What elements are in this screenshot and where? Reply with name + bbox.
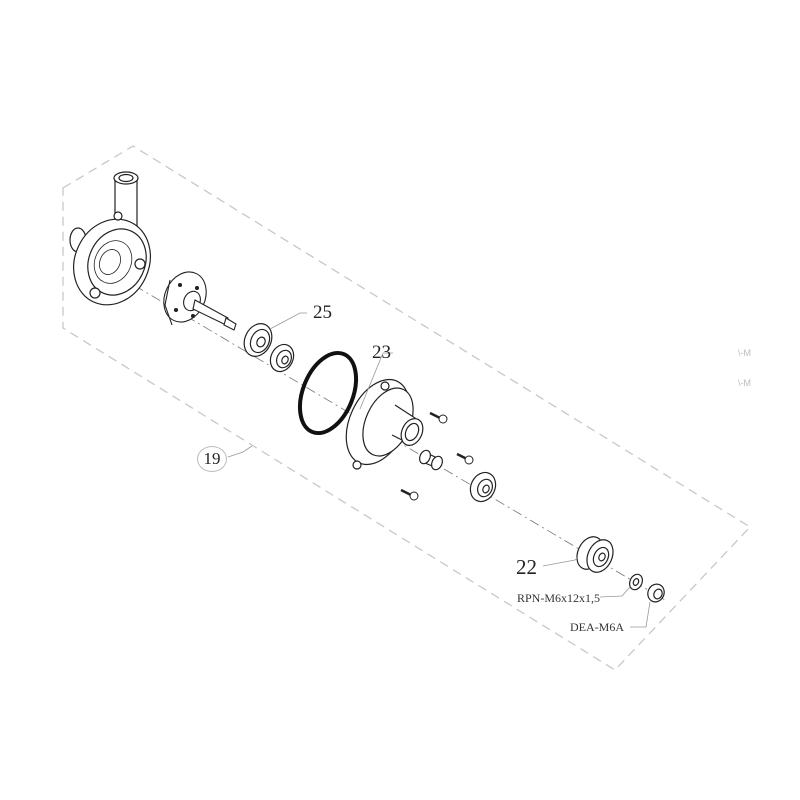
leader-lines — [227, 312, 651, 628]
callout-25: 25 — [313, 302, 332, 323]
impeller-shaft — [163, 271, 237, 331]
o-ring-23 — [297, 350, 359, 436]
motor-bracket — [345, 378, 424, 470]
spacer-sleeve — [418, 449, 444, 471]
pulley-22 — [576, 536, 614, 573]
callout-rpn: RPN-M6x12x1,5 — [517, 591, 601, 605]
group-boundary-dashed — [62, 145, 752, 671]
callout-19: 19 — [197, 446, 227, 472]
bearing-25a — [243, 323, 273, 357]
nut-dea — [647, 583, 665, 603]
callout-22: 22 — [516, 555, 537, 579]
bearing-25b — [269, 343, 295, 373]
screws — [400, 411, 474, 501]
washer-rpn — [628, 573, 644, 591]
bearing-rear — [469, 471, 497, 503]
ghost-text-2: \-M — [738, 378, 751, 388]
callout-23: 23 — [372, 342, 391, 363]
ghost-text-1: \-M — [738, 348, 751, 358]
callout-dea: DEA-M6A — [570, 620, 624, 634]
pump-housing — [69, 171, 151, 306]
